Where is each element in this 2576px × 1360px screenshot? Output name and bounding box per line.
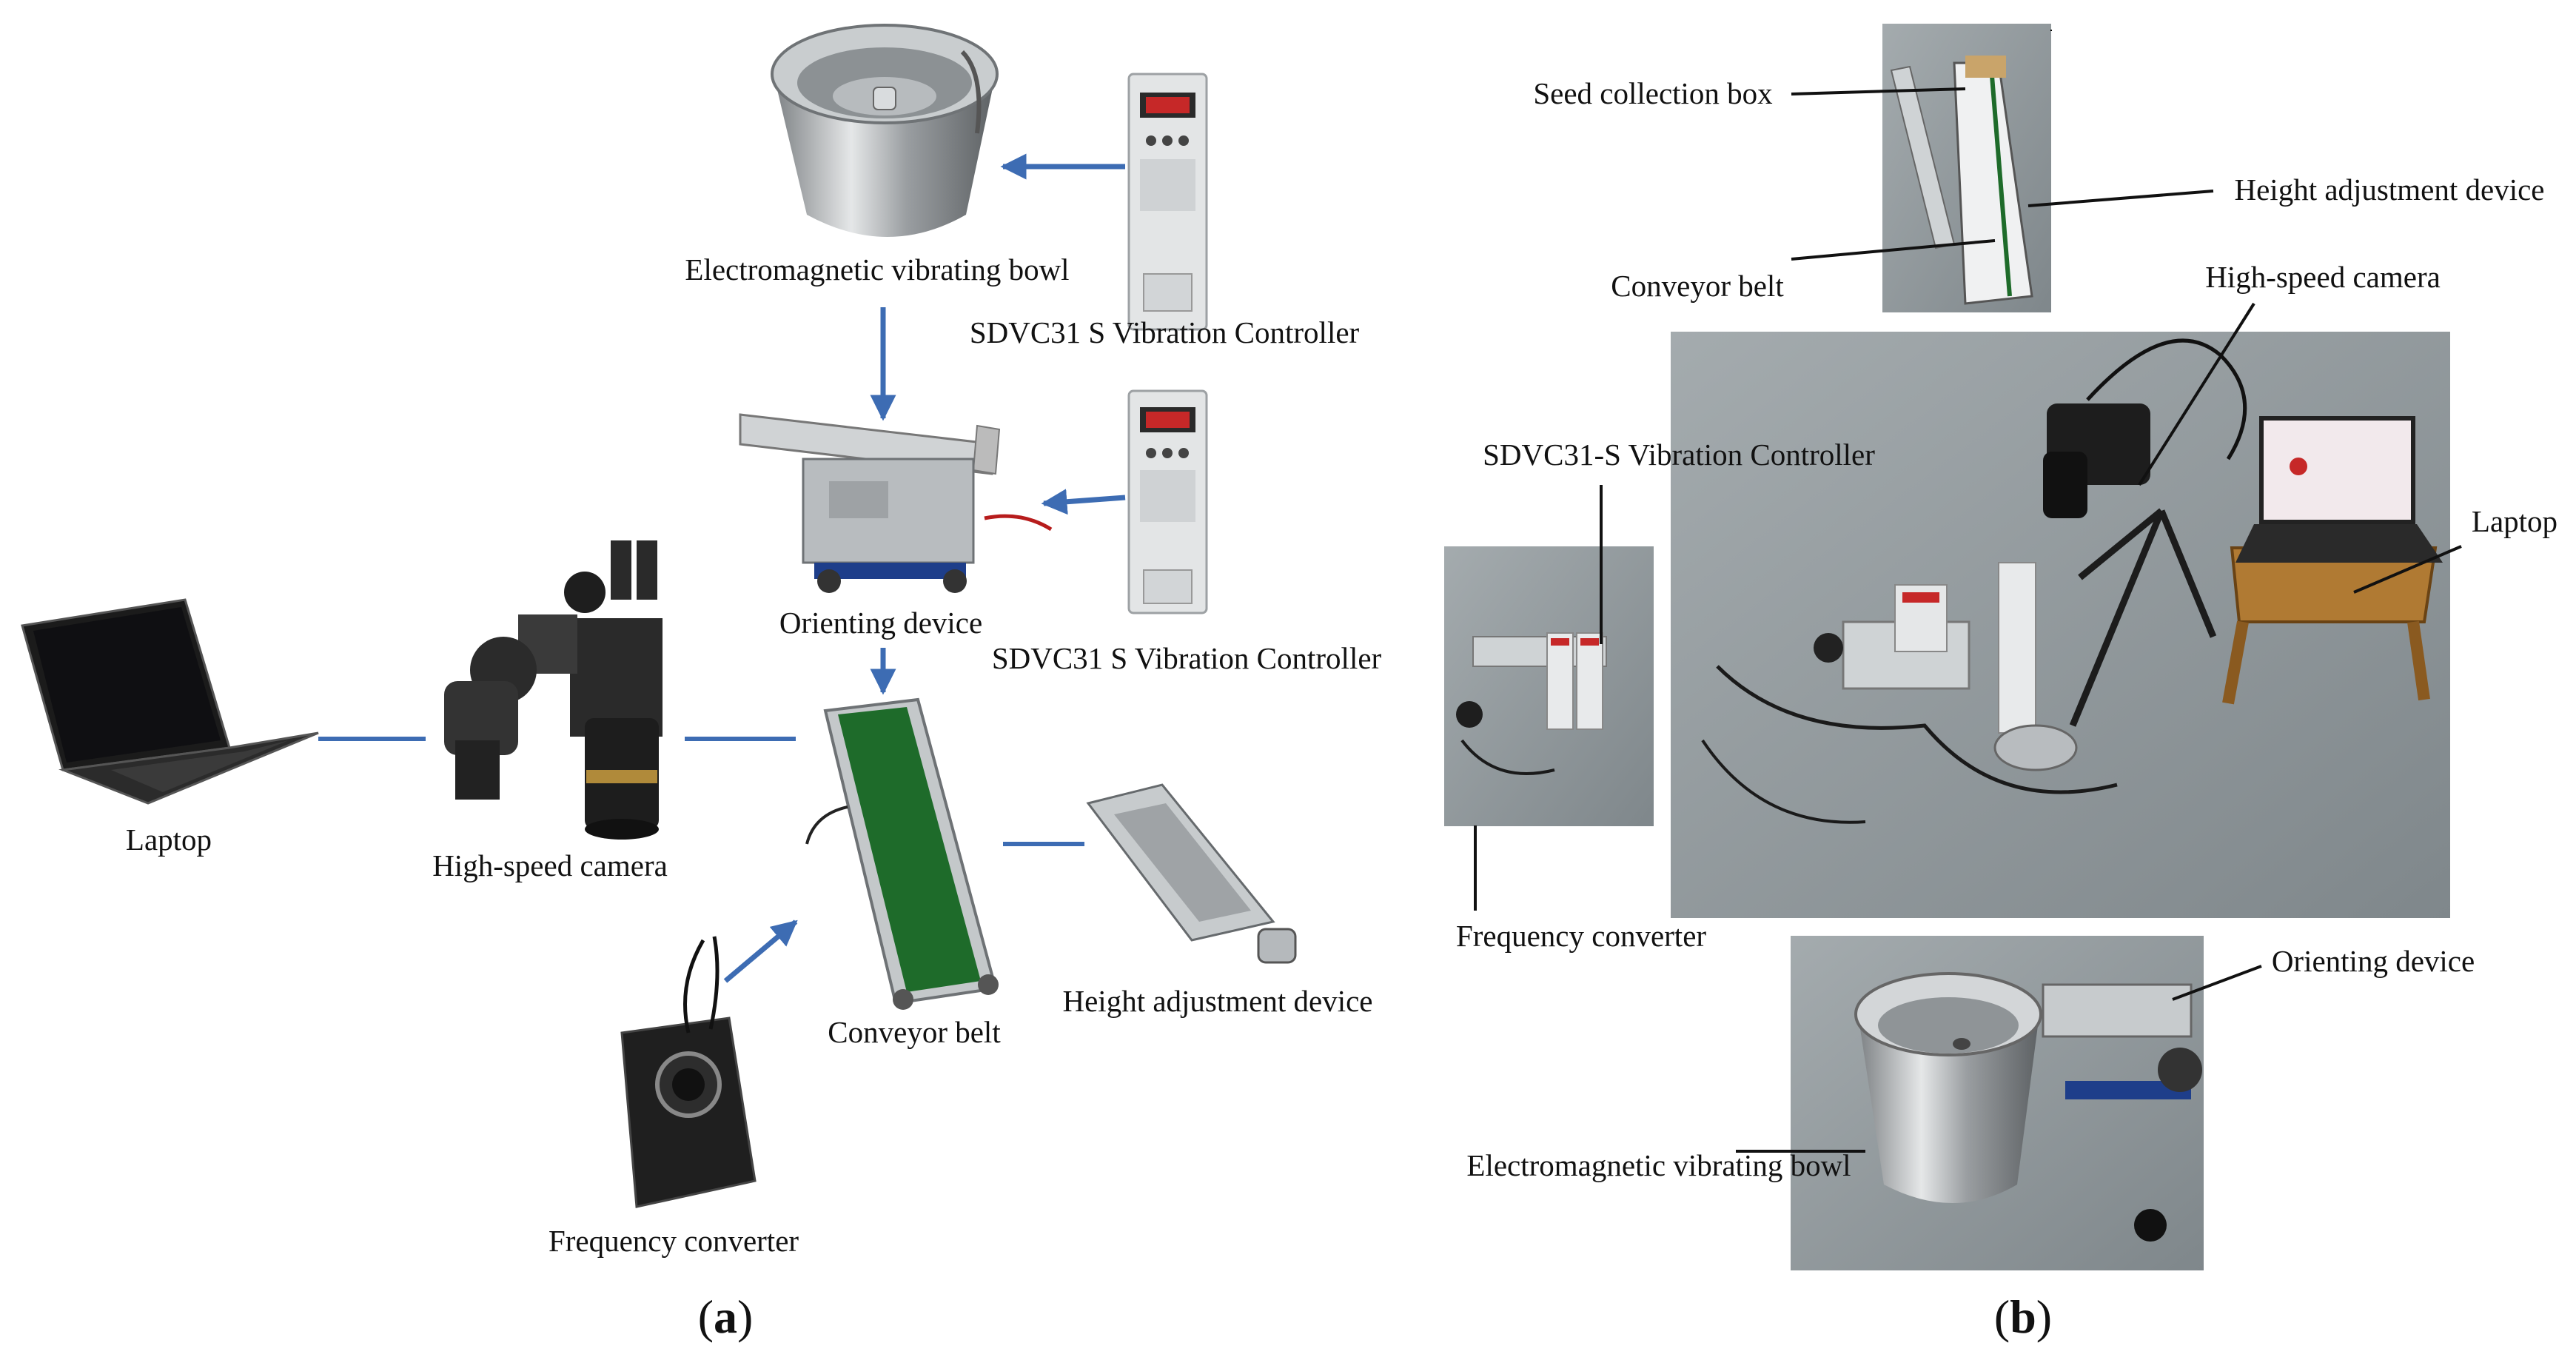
label-electromagnetic-vibrating-bowl-b: Electromagnetic vibrating bowl: [1466, 1148, 1851, 1182]
panel-b-letter: b: [2010, 1290, 2036, 1343]
arrow-controller-to-orienting: [1041, 489, 1126, 515]
label-vibration-controller-top: SDVC31 S Vibration Controller: [970, 315, 1360, 349]
label-height-adjustment-device-b: Height adjustment device: [2235, 172, 2545, 207]
arrow-converter-to-belt: [723, 919, 798, 983]
panel-a-letter: a: [714, 1290, 737, 1343]
label-controller-b: SDVC31-S Vibration Controller: [1483, 438, 1875, 472]
label-orienting-device-b: Orienting device: [2272, 944, 2475, 978]
leader-seed-collection-box: [1791, 87, 1966, 96]
label-seed-collection-box: Seed collection box: [1533, 76, 1772, 110]
photo-overview: [1671, 332, 2450, 918]
label-laptop: Laptop: [126, 823, 212, 857]
leader-conveyor-belt: [1791, 239, 1996, 261]
height-adjustment-device-image: [1086, 783, 1297, 964]
label-frequency-converter: Frequency converter: [549, 1224, 799, 1258]
panel-b-label: (b): [1994, 1290, 2052, 1343]
orienting-device-image: [739, 413, 1053, 593]
laptop-image: [21, 598, 319, 805]
photo-belt-top: [1882, 24, 2052, 312]
label-laptop-b: Laptop: [2472, 504, 2557, 538]
label-height-adjustment-device: Height adjustment device: [1063, 984, 1373, 1018]
leader-height-adjustment-device: [2027, 190, 2214, 207]
label-orienting-device: Orienting device: [779, 606, 982, 640]
panel-b: Seed collection box Height adjustment de…: [1444, 24, 2557, 1343]
label-electromagnetic-vibrating-bowl: Electromagnetic vibrating bowl: [685, 252, 1069, 287]
high-speed-camera-image: [444, 540, 663, 840]
leader-high-speed-camera: [2138, 302, 2255, 486]
label-high-speed-camera-b: High-speed camera: [2205, 260, 2441, 294]
vibration-controller-top-image: [1127, 73, 1208, 331]
vibrating-bowl-image: [771, 24, 999, 237]
label-high-speed-camera: High-speed camera: [432, 848, 668, 882]
conveyor-belt-image: [805, 697, 999, 1010]
leader-laptop: [2353, 545, 2462, 594]
label-conveyor-belt-b: Conveyor belt: [1611, 269, 1784, 303]
label-conveyor-belt: Conveyor belt: [828, 1015, 1001, 1049]
photo-bowl-bottom: [1791, 936, 2204, 1270]
leader-orienting-device: [2172, 965, 2262, 1001]
photo-controllers-inset: [1444, 546, 1654, 826]
label-vibration-controller-mid: SDVC31 S Vibration Controller: [992, 641, 1382, 675]
label-frequency-converter-b: Frequency converter: [1456, 919, 1706, 953]
frequency-converter-image: [620, 936, 757, 1208]
vibration-controller-mid-image: [1127, 389, 1208, 614]
panel-a: Electromagnetic vibrating bowl SDVC31 S …: [21, 24, 1382, 1343]
panel-a-label: (a): [698, 1290, 754, 1343]
